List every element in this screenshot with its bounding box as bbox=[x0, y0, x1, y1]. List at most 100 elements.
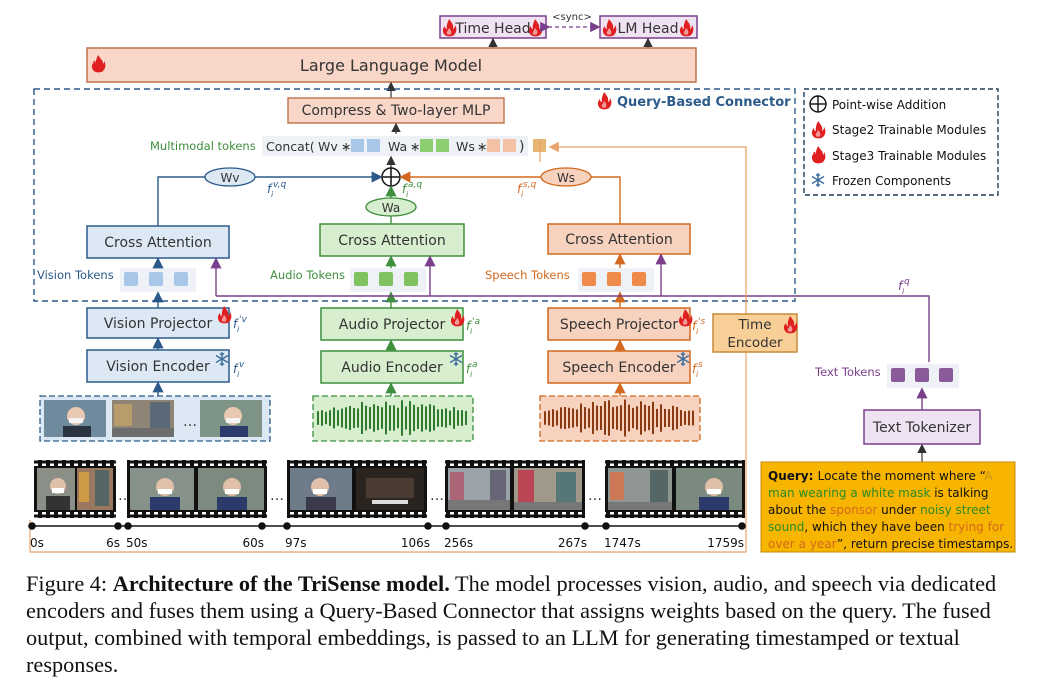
svg-text:'a: 'a bbox=[472, 317, 480, 327]
svg-text:Ws: Ws bbox=[557, 171, 575, 185]
svg-text:LM Head: LM Head bbox=[618, 21, 679, 37]
weight-wa: Wa bbox=[365, 197, 417, 217]
timeline-marker bbox=[738, 522, 746, 530]
svg-text:'v: 'v bbox=[239, 315, 247, 325]
query-connector-frame bbox=[33, 88, 796, 302]
concat-star-s: ∗ bbox=[477, 139, 487, 154]
flame-icon bbox=[597, 92, 612, 110]
svg-text:Vision Projector: Vision Projector bbox=[104, 316, 213, 332]
feature-fa-proj: f bbox=[466, 319, 472, 333]
svg-text:Speech Encoder: Speech Encoder bbox=[562, 360, 676, 376]
legend-pointwise: Point-wise Addition bbox=[832, 98, 946, 112]
concat-star-a: ∗ bbox=[410, 139, 420, 154]
query-line: about the sponsor under noisy street bbox=[768, 503, 991, 517]
svg-text:i: i bbox=[406, 190, 409, 199]
query-line: Query: Locate the moment where “A bbox=[768, 469, 993, 483]
text-tokenizer: Text Tokenizer bbox=[863, 409, 981, 445]
query-box: Query: Locate the moment where “A man we… bbox=[760, 461, 1016, 553]
lm-head-box: LM Head bbox=[599, 15, 698, 39]
film-strip-1 bbox=[34, 460, 116, 518]
query-line: man wearing a white mask is talking bbox=[768, 486, 989, 500]
caption-title: Architecture of the TriSense model. bbox=[112, 571, 450, 596]
llm-box: Large Language Model bbox=[86, 47, 697, 83]
timeline-marker bbox=[283, 522, 291, 530]
query-line: over a year”, return precise timestamps. bbox=[768, 537, 1013, 551]
concat-star-v: ∗ bbox=[341, 139, 351, 154]
query-segment: about the bbox=[768, 503, 830, 517]
time-head-box: Time Head bbox=[439, 15, 547, 39]
svg-text:i: i bbox=[521, 190, 524, 199]
svg-text:i: i bbox=[696, 370, 699, 379]
concat-background bbox=[262, 136, 528, 156]
audio-projector: Audio Projector bbox=[320, 307, 464, 341]
timeline-label: 1747s bbox=[604, 536, 641, 550]
cross-attention-vision: Cross Attention bbox=[86, 225, 230, 259]
svg-text:a: a bbox=[472, 360, 478, 370]
query-line: sound, which they have been trying for bbox=[768, 520, 1004, 534]
svg-text:Wa: Wa bbox=[382, 201, 400, 215]
feature-faq: f bbox=[402, 182, 408, 196]
timeline-label: 106s bbox=[401, 536, 430, 550]
svg-text:i: i bbox=[696, 327, 699, 336]
caption-label: Figure 4: bbox=[26, 571, 113, 596]
cross-attention-audio: Cross Attention bbox=[319, 223, 465, 257]
svg-text:i: i bbox=[470, 327, 473, 336]
svg-text:Cross Attention: Cross Attention bbox=[565, 232, 672, 248]
vision-projector: Vision Projector bbox=[86, 307, 230, 339]
feature-fq: f bbox=[898, 279, 904, 293]
svg-text:Wv: Wv bbox=[221, 171, 240, 185]
audio-tokens-label: Audio Tokens bbox=[270, 268, 345, 282]
weight-wv: Wv bbox=[204, 167, 256, 187]
time-encoder: Time Encoder bbox=[712, 313, 798, 353]
timeline-label: 6s bbox=[106, 536, 120, 550]
concat-wa: Wa bbox=[388, 139, 407, 154]
feature-fs-enc: f bbox=[692, 362, 698, 376]
speech-tokens-label: Speech Tokens bbox=[485, 268, 570, 282]
query-segment: sponsor bbox=[830, 503, 877, 517]
query-segment: trying for bbox=[949, 520, 1005, 534]
svg-text:i: i bbox=[271, 190, 274, 199]
svg-text:v,q: v,q bbox=[273, 180, 286, 190]
timeline-marker bbox=[114, 522, 122, 530]
svg-text:…: … bbox=[270, 488, 284, 504]
query-segment: over a year bbox=[768, 537, 837, 551]
timeline-marker bbox=[442, 522, 450, 530]
svg-text:Audio Encoder: Audio Encoder bbox=[341, 360, 443, 376]
svg-text:'s: 's bbox=[698, 317, 705, 327]
figure-caption: Figure 4: Architecture of the TriSense m… bbox=[26, 570, 1018, 678]
svg-text:…: … bbox=[183, 414, 197, 430]
vision-encoder: Vision Encoder bbox=[86, 349, 230, 383]
legend-stage3: Stage3 Trainable Modules bbox=[832, 149, 986, 163]
query-segment: , which they have been bbox=[804, 520, 948, 534]
svg-text:s: s bbox=[698, 360, 703, 370]
svg-text:…: … bbox=[430, 488, 444, 504]
multimodal-tokens-label: Multimodal tokens bbox=[150, 139, 256, 153]
feature-fa-enc: f bbox=[466, 362, 472, 376]
svg-text:Vision Encoder: Vision Encoder bbox=[106, 359, 210, 375]
concat-ws: Ws bbox=[456, 139, 475, 154]
legend-frozen: Frozen Components bbox=[832, 174, 951, 188]
timeline-label: 1759s bbox=[707, 536, 744, 550]
svg-text:Cross Attention: Cross Attention bbox=[104, 235, 211, 251]
query-segment: man wearing a white mask bbox=[768, 486, 930, 500]
query-segment: noisy street bbox=[920, 503, 991, 517]
query-label: Query: bbox=[768, 469, 818, 483]
feature-fsq: f bbox=[517, 182, 523, 196]
svg-text:i: i bbox=[470, 370, 473, 379]
film-strip-5 bbox=[605, 460, 745, 518]
cross-attention-speech: Cross Attention bbox=[547, 223, 691, 255]
query-segment: sound bbox=[768, 520, 804, 534]
feature-fv-enc: f bbox=[233, 362, 239, 376]
svg-text:q: q bbox=[904, 277, 910, 287]
svg-text:i: i bbox=[237, 325, 240, 334]
timeline-marker bbox=[28, 522, 36, 530]
svg-text:Time: Time bbox=[737, 317, 771, 333]
svg-text:Compress & Two-layer MLP: Compress & Two-layer MLP bbox=[302, 103, 491, 119]
compress-mlp-box: Compress & Two-layer MLP bbox=[287, 97, 505, 124]
svg-text:Time Head: Time Head bbox=[454, 21, 530, 37]
timeline-label: 0s bbox=[30, 536, 44, 550]
feature-fs-proj: f bbox=[692, 319, 698, 333]
sync-label: <sync> bbox=[552, 12, 592, 23]
